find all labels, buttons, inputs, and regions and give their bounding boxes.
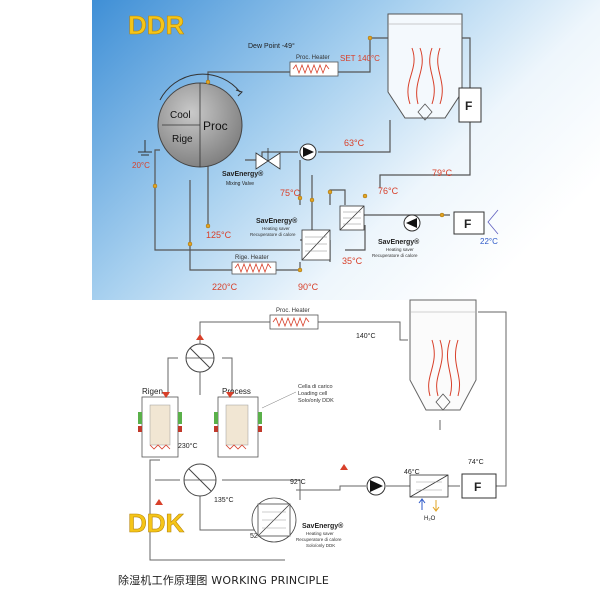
ddk-heat-exchanger [251,497,297,543]
ddk-process-label: Process [222,387,251,396]
ddk-section: Proc. Heater 140°C [128,299,507,561]
ddk-pump [366,476,386,496]
ddr-temp-35: 35°C [342,256,363,266]
ddr-flow-markers [152,35,445,273]
ddk-valve-top [185,343,215,373]
ddk-rigen-vessel: Rigen. [138,387,182,458]
ddk-load-cell-line2: Loading cell [298,391,327,397]
ddr-proc-heater: Proc. Heater [289,55,339,77]
ddk-proc-heater: Proc. Heater [269,308,319,330]
ddr-temp-90: 90°C [298,282,319,292]
ddr-saver-sub1-1: Heating saver [262,226,290,231]
ddr-temp-79: 79°C [432,168,453,178]
ddk-temp-140: 140°C [356,332,376,340]
ddk-hopper [409,299,477,411]
ddk-temp-230: 230°C [178,442,198,450]
ddk-load-cell-pointer [261,391,297,409]
ddr-mixing-valve [255,148,281,170]
ddr-filter-label: F [465,99,472,113]
ddr-dew-point: Dew Point -49° [248,42,295,50]
water-arrows-icon [418,498,440,512]
ddk-saver-brand: SavEnergy® [302,522,344,530]
ground-icon [138,140,152,156]
ddk-flow-markers [155,334,348,505]
ddr-rige-heater: Rige. Heater [231,255,277,275]
ddr-mixing-brand: SavEnergy® [222,170,264,178]
ddr-filter-label-2: F [464,217,471,231]
ddr-section: DDR Proc. Heater Dew Point -49° SET 140°… [92,0,600,300]
ddk-title: DDK [128,508,185,538]
ddr-rotor-wheel: Cool Proc Rige [157,73,243,168]
ddk-load-cell-line1: Cella di carico [298,384,333,390]
ddr-set-temp: SET 140°C [340,54,380,63]
ddr-filter-box-2: F [453,211,485,235]
ddr-temp-75: 75°C [280,188,301,198]
ddr-hopper [387,13,463,121]
ddr-heat-exchanger-1 [339,205,365,231]
ddr-title: DDR [128,10,185,40]
ddk-saver-sub1: Heating saver [306,531,334,536]
ddr-temp-220: 220°C [212,282,238,292]
caption: 除湿机工作原理图 WORKING PRINCIPLE [118,574,329,587]
ddr-cool-label: Cool [170,110,191,121]
ddr-filter-box: F [458,87,482,123]
ddr-temp-22: 22°C [480,237,498,246]
ddk-filter-label: F [474,480,481,494]
ddr-temp-125: 125°C [206,230,232,240]
ddr-saver-brand-1: SavEnergy® [256,217,298,225]
ddr-rige-heater-label: Rige. Heater [235,255,269,261]
ddr-proc-label: Proc [203,119,228,133]
ddk-temp-74: 74°C [468,458,484,466]
ddr-temp-63: 63°C [344,138,365,148]
ddr-rige-label: Rige [172,134,193,145]
ddr-saver-sub2-2: Recuperatore di calore [372,253,418,258]
ddk-valve-bottom [183,463,217,497]
ddr-mixing-sub: Mixing Valve [226,181,254,187]
ddk-load-cell-line3: Solo/only DDK [298,398,334,404]
ddk-rigen-label: Rigen. [142,387,165,396]
ddr-temp-20: 20°C [132,161,150,170]
ddk-temp-92: 92°C [290,478,306,486]
ddr-heat-exchanger-2 [301,229,331,261]
ddk-saver-sub2: Recuperatore di calore [296,537,342,542]
ddk-filter-box: F [461,473,497,499]
ddk-temp-135: 135°C [214,496,234,504]
ddr-temp-76: 76°C [378,186,399,196]
ddk-process-vessel: Process [214,387,262,458]
ddk-saver-sub3: Solo/only DDK [306,543,335,548]
ddr-saver-sub2-1: Recuperatore di calore [250,232,296,237]
ddr-saver-sub1-2: Heating saver [386,247,414,252]
ddr-pump-top [299,143,317,161]
ddr-pump-right [403,214,421,232]
ddk-temp-46: 46°C [404,468,420,476]
ddr-proc-heater-label: Proc. Heater [296,55,330,61]
ddk-proc-heater-label: Proc. Heater [276,308,310,314]
ddk-cooler-box [409,474,449,498]
ddr-saver-brand-2: SavEnergy® [378,238,420,246]
ddk-h2o: H₂O [424,516,436,522]
